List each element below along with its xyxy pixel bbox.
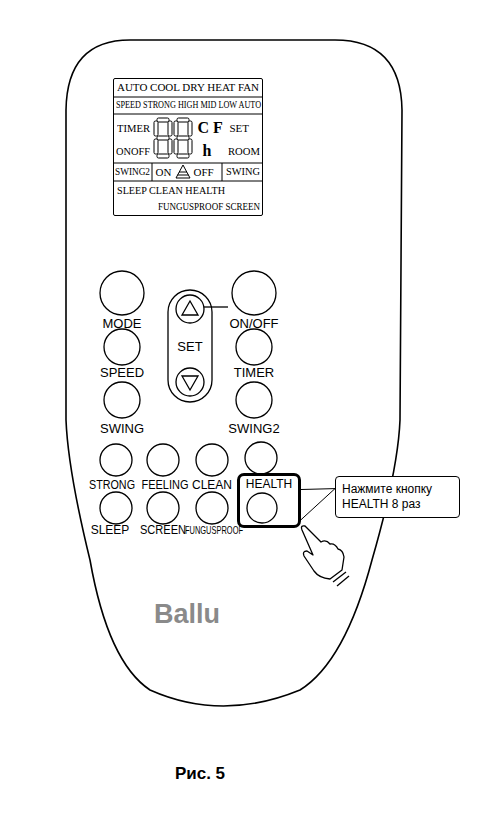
- callout-box: Нажмите кнопку HEALTH 8 раз: [335, 476, 460, 518]
- button-label: SWING2: [228, 422, 279, 435]
- button-label: MODE: [103, 317, 142, 330]
- digit-segment: [154, 121, 158, 136]
- lcd-text: TIMER: [117, 123, 150, 134]
- lcd-line: [152, 163, 153, 181]
- mode-button: [100, 271, 144, 315]
- hand-cuff: [337, 576, 349, 586]
- pointing-hand: [301, 526, 349, 586]
- lcd-line: [222, 163, 223, 181]
- onoff-button: [232, 271, 276, 315]
- lcd-line: [113, 163, 263, 164]
- lcd-text: ROOM: [228, 146, 260, 157]
- lcd-text: ONOFF: [116, 146, 150, 157]
- button-label: SWING: [100, 422, 144, 435]
- swing2-button: [236, 382, 272, 418]
- lcd-text: C F: [198, 120, 223, 136]
- swing-button: [104, 382, 140, 418]
- strong-button: [100, 444, 132, 476]
- digit-segment: [157, 118, 169, 122]
- lcd-text: OFF: [194, 167, 214, 178]
- fan-line: [179, 172, 187, 173]
- digit-segment: [177, 154, 189, 158]
- seven-segment-digits: [154, 118, 192, 158]
- button-label: FUNGUSPROOF: [185, 525, 243, 536]
- leader-line: [301, 489, 335, 520]
- lcd-text: AUTO COOL DRY HEAT FAN: [117, 82, 259, 93]
- button-label: SET: [177, 340, 202, 353]
- button-label: TIMER: [234, 366, 274, 379]
- screen-button: [147, 492, 179, 524]
- lcd-text: SWING: [226, 167, 260, 178]
- highlight-box: HEALTH: [237, 473, 301, 528]
- lcd-lines: [113, 97, 263, 181]
- digit-segment: [188, 139, 192, 154]
- digit-segment: [154, 139, 158, 154]
- lcd-text: SWING2: [115, 167, 150, 178]
- digit-segment: [188, 121, 192, 136]
- lcd-line: [113, 97, 263, 98]
- up-button: [176, 295, 204, 323]
- button-label: ON/OFF: [229, 317, 278, 330]
- clean-button: [196, 444, 228, 476]
- button-label: SLEEP: [91, 524, 130, 536]
- health-button-top: [245, 442, 277, 474]
- digit-segment: [168, 139, 172, 154]
- button-label: FEELING: [142, 479, 189, 491]
- up-arrow: [182, 301, 198, 315]
- fungusproof-button: [196, 492, 228, 524]
- button-label: SCREEN: [140, 524, 186, 536]
- timer-button: [236, 329, 272, 365]
- leader-line: [301, 488, 335, 490]
- lcd-text: SPEED STRONG HIGH MID LOW AUTO: [116, 100, 261, 111]
- callout-text: Нажмите кнопку HEALTH 8 раз: [342, 482, 453, 512]
- health-button: [247, 493, 277, 523]
- hand-outline: [301, 526, 344, 579]
- lcd-line: [113, 114, 263, 115]
- remote-body: [66, 40, 402, 706]
- digit-segment: [177, 118, 189, 122]
- fan-line: [178, 175, 189, 176]
- fan-triangle: [176, 165, 190, 178]
- lcd-screen: AUTO COOL DRY HEAT FAN SPEED STRONG HIGH …: [113, 78, 263, 216]
- fan-icon: [176, 165, 190, 178]
- sleep-button: [100, 492, 132, 524]
- digit-segment: [174, 121, 178, 136]
- brand-logo: Ballu: [154, 601, 220, 628]
- down-arrow: [182, 376, 198, 390]
- feeling-button: [147, 444, 179, 476]
- figure-caption: Рис. 5: [175, 765, 225, 782]
- lcd-line: [113, 181, 263, 182]
- down-button: [176, 368, 204, 396]
- button-label: CLEAN: [192, 479, 232, 491]
- lcd-text: FUNGUSPROOF SCREEN: [158, 201, 260, 212]
- lcd-text: h: [203, 143, 212, 159]
- speed-button: [104, 329, 140, 365]
- digit-segment: [157, 154, 169, 158]
- leader-line: [204, 306, 228, 307]
- lcd-text: SLEEP CLEAN HEALTH: [117, 185, 225, 196]
- digit-segment: [168, 121, 172, 136]
- digit-segment: [177, 136, 189, 140]
- lcd-text: SET: [230, 123, 250, 134]
- button-label: HEALTH: [246, 478, 292, 490]
- button-label: SPEED: [100, 366, 144, 379]
- button-label: STRONG: [89, 479, 135, 491]
- digit-segment: [157, 136, 169, 140]
- digit-segment: [174, 139, 178, 154]
- lcd-text: ON: [156, 167, 172, 178]
